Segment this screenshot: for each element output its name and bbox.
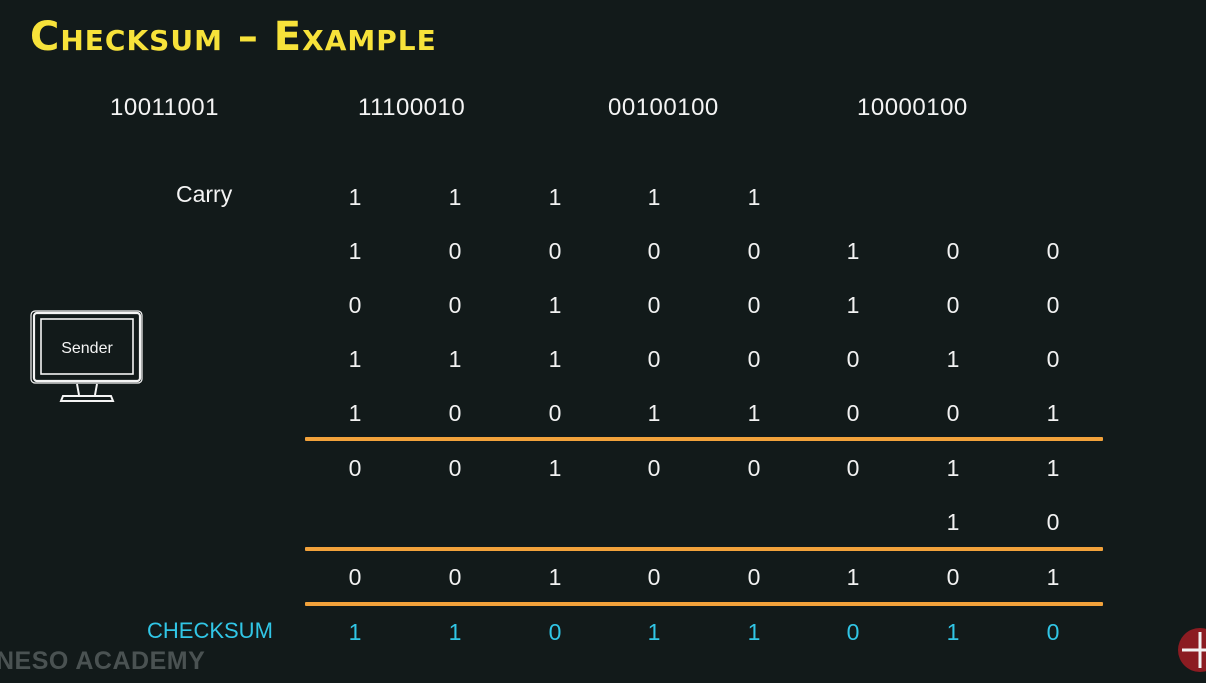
carry-bit: 1 <box>548 184 562 210</box>
checksum-bit: 1 <box>647 619 661 645</box>
wrap-carry-row: 1 0 <box>0 507 1206 537</box>
bit-cell: 0 <box>1046 346 1060 372</box>
data-word-1: 10011001 <box>110 94 219 121</box>
bit-cell: 0 <box>846 346 860 372</box>
checksum-row: 1 1 0 1 1 0 1 0 <box>0 617 1206 647</box>
logo-icon <box>1176 626 1206 674</box>
operand-row-4: 1 0 0 1 1 0 0 1 <box>0 398 1206 428</box>
carry-row: 1 1 1 1 1 <box>0 182 1206 212</box>
bit-cell: 1 <box>946 455 960 481</box>
bit-cell: 0 <box>1046 238 1060 264</box>
carry-bit: 1 <box>348 184 362 210</box>
data-word-2: 11100010 <box>358 94 466 121</box>
bit-cell: 0 <box>946 400 960 426</box>
wrapped-sum-row: 0 0 1 0 0 1 0 1 <box>0 562 1206 592</box>
bit-cell: 1 <box>1046 400 1060 426</box>
checksum-bit: 1 <box>747 619 761 645</box>
checksum-bit: 0 <box>548 619 562 645</box>
bit-cell: 0 <box>448 564 462 590</box>
bit-cell: 1 <box>548 455 562 481</box>
bit-cell: 1 <box>348 238 362 264</box>
bit-cell: 1 <box>647 400 661 426</box>
bit-cell: 1 <box>846 238 860 264</box>
bit-cell: 1 <box>1046 455 1060 481</box>
bit-cell: 0 <box>647 564 661 590</box>
checksum-bit: 1 <box>448 619 462 645</box>
bit-cell: 0 <box>348 564 362 590</box>
sum-divider-line <box>305 437 1103 441</box>
sender-label: Sender <box>61 340 113 357</box>
bit-cell: 0 <box>747 455 761 481</box>
bit-cell: 1 <box>548 346 562 372</box>
operand-row-2: 0 0 1 0 0 1 0 0 <box>0 290 1206 320</box>
bit-cell: 0 <box>946 238 960 264</box>
data-word-4: 10000100 <box>857 94 968 121</box>
checksum-bit: 1 <box>348 619 362 645</box>
checksum-bit: 0 <box>846 619 860 645</box>
bit-cell: 0 <box>448 400 462 426</box>
bit-cell: 0 <box>846 400 860 426</box>
bit-cell: 0 <box>448 455 462 481</box>
bit-cell: 0 <box>946 292 960 318</box>
watermark-logo-text: NESO ACADEMY <box>0 647 206 675</box>
bit-cell: 0 <box>348 292 362 318</box>
bit-cell: 0 <box>647 346 661 372</box>
bit-cell: 0 <box>846 455 860 481</box>
bit-cell: 1 <box>846 292 860 318</box>
carry-bit: 1 <box>647 184 661 210</box>
bit-cell: 0 <box>647 292 661 318</box>
carry-bit: 1 <box>747 184 761 210</box>
checksum-bit: 0 <box>1046 619 1060 645</box>
bit-cell: 1 <box>548 564 562 590</box>
bit-cell: 0 <box>348 455 362 481</box>
bit-cell: 0 <box>647 238 661 264</box>
sender-monitor: Sender <box>30 310 144 405</box>
operand-row-1: 1 0 0 0 0 1 0 0 <box>0 236 1206 266</box>
bit-cell: 0 <box>448 292 462 318</box>
bit-cell: 1 <box>946 346 960 372</box>
data-word-3: 00100100 <box>608 94 719 121</box>
bit-cell: 0 <box>747 346 761 372</box>
checksum-label: CHECKSUM <box>147 618 273 643</box>
bit-cell: 0 <box>647 455 661 481</box>
bit-cell: 0 <box>747 238 761 264</box>
bit-cell: 1 <box>1046 564 1060 590</box>
bit-cell: 1 <box>548 292 562 318</box>
bit-cell: 0 <box>548 400 562 426</box>
bit-cell: 0 <box>1046 509 1060 535</box>
bit-cell: 1 <box>348 346 362 372</box>
bit-cell: 0 <box>747 292 761 318</box>
bit-cell: 1 <box>846 564 860 590</box>
bit-cell: 1 <box>747 400 761 426</box>
monitor-icon <box>30 310 143 402</box>
checksum-bit: 1 <box>946 619 960 645</box>
bit-cell: 0 <box>747 564 761 590</box>
bit-cell: 0 <box>946 564 960 590</box>
wrap-divider-line <box>305 547 1103 551</box>
carry-label: Carry <box>176 181 233 207</box>
bit-cell: 1 <box>448 346 462 372</box>
checksum-divider-line <box>305 602 1103 606</box>
sum-row: 0 0 1 0 0 0 1 1 <box>0 453 1206 483</box>
bit-cell: 1 <box>348 400 362 426</box>
bit-cell: 0 <box>448 238 462 264</box>
bit-cell: 0 <box>1046 292 1060 318</box>
bit-cell: 0 <box>548 238 562 264</box>
bit-cell: 1 <box>946 509 960 535</box>
operand-row-3: 1 1 1 0 0 0 1 0 <box>0 344 1206 374</box>
carry-bit: 1 <box>448 184 462 210</box>
page-title: Checksum – Example <box>30 14 437 60</box>
